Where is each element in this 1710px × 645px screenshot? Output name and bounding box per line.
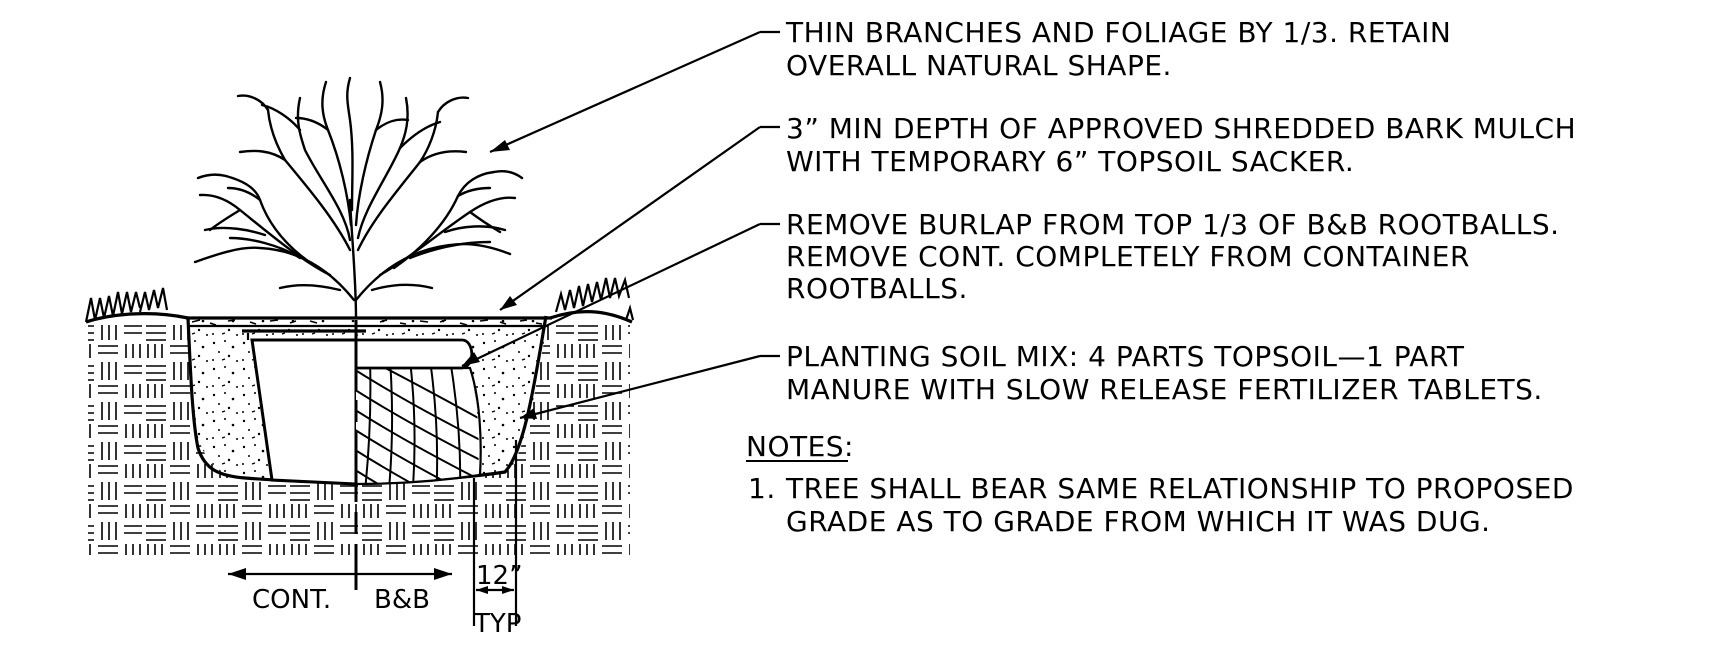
bb-label: B&B (374, 585, 430, 615)
bb-rootball (355, 338, 482, 486)
callout-3-line-1: REMOVE BURLAP FROM TOP 1/3 OF B&B ROOTBA… (786, 208, 1560, 241)
callout-texts: THIN BRANCHES AND FOLIAGE BY 1/3. RETAIN… (785, 16, 1576, 406)
callout-3-line-3: ROOTBALLS. (786, 272, 968, 305)
note-line-1: TREE SHALL BEAR SAME RELATIONSHIP TO PRO… (785, 472, 1574, 505)
notes-heading: NOTES: (746, 430, 854, 463)
callout-1-line-2: OVERALL NATURAL SHAPE. (786, 49, 1172, 82)
note-line-2: GRADE AS TO GRADE FROM WHICH IT WAS DUG. (786, 505, 1491, 538)
existing-grade (84, 276, 635, 324)
mulch-layer (186, 316, 552, 328)
dimension-annotations: CONT. B&B 12” TYP (228, 440, 523, 639)
tree-canopy (193, 76, 524, 320)
callout-2-line-2: WITH TEMPORARY 6” TOPSOIL SACKER. (786, 145, 1354, 178)
callout-1-line-1: THIN BRANCHES AND FOLIAGE BY 1/3. RETAIN (785, 16, 1451, 49)
callout-3-line-2: REMOVE CONT. COMPLETELY FROM CONTAINER (786, 240, 1470, 273)
leader-lines (461, 30, 780, 420)
notes-section: NOTES: 1. TREE SHALL BEAR SAME RELATIONS… (746, 430, 1574, 538)
spacing-suffix: TYP (473, 609, 521, 639)
cont-label: CONT. (252, 585, 331, 615)
spacing-value: 12” (476, 561, 523, 591)
callout-4-line-1: PLANTING SOIL MIX: 4 PARTS TOPSOIL—1 PAR… (786, 340, 1465, 373)
callout-4-line-2: MANURE WITH SLOW RELEASE FERTILIZER TABL… (786, 373, 1543, 406)
callout-2-line-1: 3” MIN DEPTH OF APPROVED SHREDDED BARK M… (786, 112, 1576, 145)
note-number: 1. (748, 472, 776, 505)
